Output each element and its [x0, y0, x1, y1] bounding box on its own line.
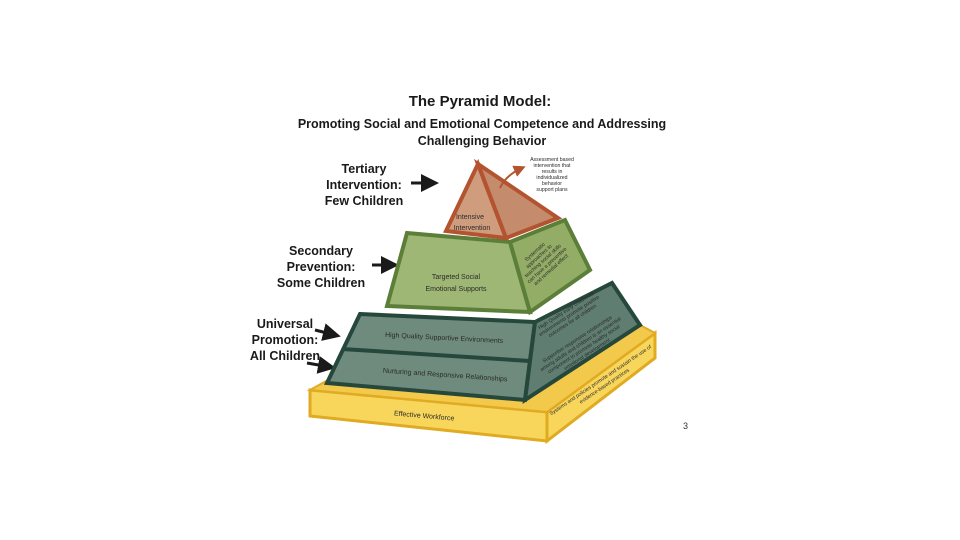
- subtitle-line-1: Promoting Social and Emotional Competenc…: [297, 117, 667, 131]
- universal-label: Universal Promotion: All Children: [244, 316, 326, 364]
- tertiary-side: [473, 158, 563, 241]
- universal-side: [522, 280, 643, 405]
- universal-tier: [323, 280, 643, 405]
- universal-label-line-3: All Children: [249, 349, 321, 363]
- tertiary-tier: [442, 158, 563, 241]
- universal-divider: [341, 347, 531, 363]
- intensive-label-1: Intensive: [456, 214, 484, 221]
- secondary-front: [384, 230, 533, 315]
- secondary-label-line-1: Secondary: [289, 244, 353, 258]
- secondary-label-line-2: Prevention:: [286, 260, 356, 274]
- tertiary-note-line-3: results in: [542, 169, 563, 175]
- page-number: 3: [683, 421, 689, 431]
- targeted-label-2: Emotional Supports: [425, 286, 487, 293]
- secondary-label: Secondary Prevention: Some Children: [270, 243, 372, 291]
- targeted-label-1: Targeted Social: [432, 274, 481, 281]
- page-title: The Pyramid Model:: [408, 93, 552, 110]
- page-subtitle: Promoting Social and Emotional Competenc…: [280, 116, 684, 150]
- universal-arrow-upper: [314, 323, 341, 341]
- secondary-label-line-3: Some Children: [276, 276, 366, 290]
- tertiary-note-line-1: Assessment based: [530, 157, 574, 163]
- tertiary-label-line-2: Intervention:: [326, 178, 402, 192]
- secondary-side: [507, 217, 593, 316]
- universal-label-line-2: Promotion:: [251, 333, 319, 347]
- tertiary-label-line-1: Tertiary: [341, 162, 387, 176]
- tertiary-note-line-4: individualized: [536, 175, 567, 181]
- universal-arrow-lower: [306, 356, 336, 374]
- universal-front: [323, 311, 538, 403]
- tertiary-note-line-2: intervention that: [534, 163, 571, 169]
- universal-label-line-1: Universal: [256, 317, 314, 331]
- tertiary-note-line-6: support plans: [536, 187, 568, 193]
- tertiary-label-line-3: Few Children: [324, 194, 404, 208]
- tertiary-note-line-5: behavior: [542, 181, 562, 187]
- assessment-arrow: [499, 165, 526, 189]
- secondary-tier: [384, 217, 593, 316]
- intensive-label-2: Intervention: [454, 225, 491, 232]
- subtitle-line-2: Challenging Behavior: [417, 134, 547, 148]
- tertiary-note: Assessment based intervention that resul…: [530, 157, 574, 193]
- tertiary-label: Tertiary Intervention: Few Children: [318, 161, 410, 209]
